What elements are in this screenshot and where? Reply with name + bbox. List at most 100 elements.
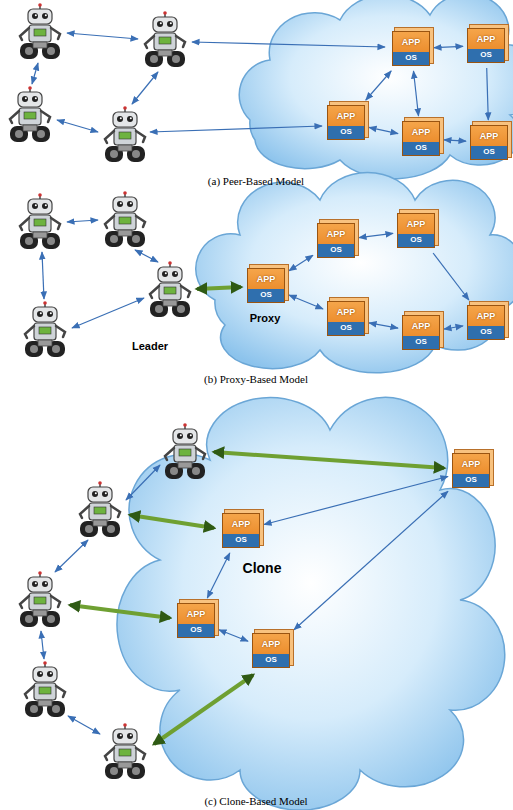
app-label: APP bbox=[471, 126, 507, 146]
app-label: APP bbox=[403, 316, 439, 336]
clone-link bbox=[70, 605, 170, 618]
robot-link bbox=[68, 716, 100, 734]
vm-link bbox=[289, 295, 323, 309]
robot bbox=[105, 106, 145, 162]
robot-link bbox=[32, 63, 38, 84]
clone-link bbox=[214, 452, 444, 468]
os-label: OS bbox=[468, 49, 504, 62]
vm-link bbox=[444, 140, 466, 141]
role-label: Leader bbox=[132, 340, 168, 352]
os-label: OS bbox=[468, 326, 504, 339]
caption: (b) Proxy-Based Model bbox=[204, 373, 308, 385]
robot bbox=[145, 11, 185, 67]
vm-link bbox=[289, 255, 313, 270]
vm-box: APPOS bbox=[467, 305, 505, 340]
vm-link bbox=[366, 71, 391, 100]
vm-box: APPOS bbox=[470, 125, 508, 160]
robot bbox=[80, 481, 120, 537]
vm-box: APPOS bbox=[392, 31, 430, 66]
robot-link bbox=[135, 250, 158, 262]
vm-box: APPOS bbox=[402, 121, 440, 156]
robot-link bbox=[42, 252, 44, 299]
vm-link bbox=[359, 233, 393, 237]
vm-link bbox=[219, 630, 248, 642]
os-label: OS bbox=[223, 534, 259, 547]
os-label: OS bbox=[403, 142, 439, 155]
vm-box: APPOS bbox=[177, 603, 215, 638]
app-label: APP bbox=[318, 224, 354, 244]
app-label: APP bbox=[398, 214, 434, 234]
os-label: OS bbox=[471, 146, 507, 159]
robot-link bbox=[67, 33, 138, 39]
robot-link bbox=[132, 72, 158, 104]
vm-link bbox=[369, 323, 398, 328]
vm-link bbox=[433, 253, 469, 300]
robot bbox=[20, 571, 60, 627]
vm-link bbox=[487, 68, 489, 120]
app-label: APP bbox=[178, 604, 214, 624]
robot bbox=[25, 661, 65, 717]
vm-box: APPOS bbox=[402, 315, 440, 350]
robot-link bbox=[192, 42, 385, 47]
app-label: APP bbox=[248, 269, 284, 289]
role-label: Proxy bbox=[250, 312, 281, 324]
robot bbox=[10, 86, 50, 142]
vm-box: APPOS bbox=[452, 453, 490, 488]
robot-link bbox=[55, 540, 88, 572]
vm-link bbox=[434, 46, 463, 47]
role-label: Clone bbox=[243, 560, 282, 576]
vm-link bbox=[294, 491, 448, 630]
robot bbox=[25, 301, 65, 357]
os-label: OS bbox=[253, 654, 289, 667]
os-label: OS bbox=[393, 52, 429, 65]
robot-link bbox=[41, 631, 44, 659]
cloud bbox=[196, 172, 513, 372]
robot bbox=[105, 191, 145, 247]
app-label: APP bbox=[328, 302, 364, 322]
robot-link bbox=[67, 220, 98, 222]
vm-box: APPOS bbox=[317, 223, 355, 258]
os-label: OS bbox=[398, 234, 434, 247]
robot-link bbox=[57, 120, 98, 132]
app-label: APP bbox=[468, 29, 504, 49]
vm-box: APPOS bbox=[252, 633, 290, 668]
vm-link bbox=[369, 127, 398, 133]
robot bbox=[20, 3, 60, 59]
vm-box: APPOS bbox=[467, 28, 505, 63]
caption: (a) Peer-Based Model bbox=[208, 175, 304, 187]
vm-link bbox=[264, 477, 448, 525]
vm-box: APPOS bbox=[327, 105, 365, 140]
clone-link bbox=[154, 675, 253, 744]
robot bbox=[150, 261, 190, 317]
cloud bbox=[239, 0, 513, 179]
robot-link bbox=[126, 465, 160, 500]
app-label: APP bbox=[253, 634, 289, 654]
app-label: APP bbox=[393, 32, 429, 52]
leader-link bbox=[197, 287, 241, 289]
app-label: APP bbox=[453, 454, 489, 474]
app-label: APP bbox=[328, 106, 364, 126]
os-label: OS bbox=[178, 624, 214, 637]
vm-box: APPOS bbox=[327, 301, 365, 336]
clone-link bbox=[130, 515, 214, 528]
robot-link bbox=[150, 126, 322, 132]
app-label: APP bbox=[468, 306, 504, 326]
os-label: OS bbox=[248, 289, 284, 302]
os-label: OS bbox=[403, 336, 439, 349]
app-label: APP bbox=[403, 122, 439, 142]
vm-box: APPOS bbox=[247, 268, 285, 303]
vm-box: APPOS bbox=[397, 213, 435, 248]
robot bbox=[105, 723, 145, 779]
vm-link bbox=[444, 326, 463, 329]
robot bbox=[165, 423, 205, 479]
app-label: APP bbox=[223, 514, 259, 534]
caption: (c) Clone-Based Model bbox=[204, 795, 307, 807]
robot bbox=[20, 193, 60, 249]
os-label: OS bbox=[318, 244, 354, 257]
cloud bbox=[117, 397, 505, 810]
vm-link bbox=[414, 71, 419, 116]
os-label: OS bbox=[453, 474, 489, 487]
vm-link bbox=[207, 553, 230, 598]
robot-link bbox=[72, 298, 144, 328]
os-label: OS bbox=[328, 126, 364, 139]
